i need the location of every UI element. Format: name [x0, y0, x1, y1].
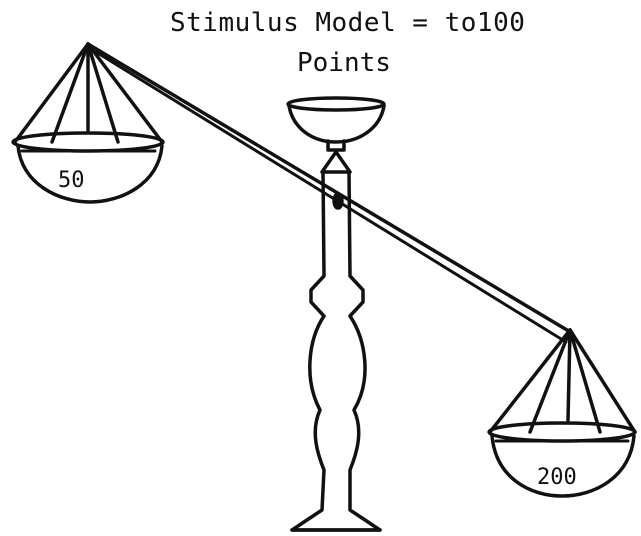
left-pan: [11, 42, 165, 204]
center-post: [290, 150, 382, 532]
left-pan-label: 50: [58, 168, 85, 193]
diagram-title: Stimulus Model = to100: [170, 8, 526, 38]
scale-beam: [86, 42, 574, 344]
right-pan: [487, 328, 637, 498]
top-cup: [286, 96, 386, 152]
diagram-subtitle: Points: [297, 48, 391, 78]
right-pan-label: 200: [537, 465, 577, 490]
